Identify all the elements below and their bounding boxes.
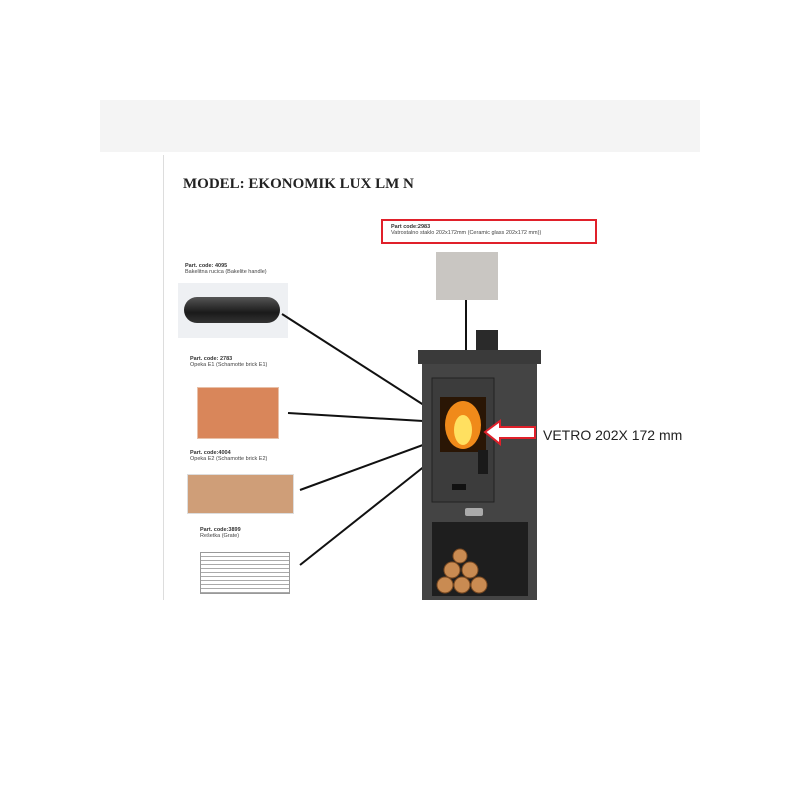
- arrow-left-icon: [483, 419, 536, 447]
- part-code: Part. code: 2783: [190, 356, 233, 362]
- part-desc: Bakelitna rucica (Bakelite handle): [185, 269, 267, 275]
- handle-part-label: Part. code: 4095 Bakelitna rucica (Bakel…: [185, 263, 267, 275]
- part-desc: Rešetka (Grate): [200, 533, 240, 539]
- model-title: MODEL: EKONOMIK LUX LM N: [183, 176, 414, 192]
- part-code: Part. code: 4095: [185, 263, 228, 269]
- grate-label: Part. code:3899 Rešetka (Grate): [200, 527, 241, 539]
- glass-part-label: Part code:2983 Vatrostalno staklo 202x17…: [381, 219, 597, 244]
- glass-callout: VETRO 202X 172 mm: [543, 427, 683, 443]
- brick-e2-leader-line: [299, 437, 443, 491]
- part-code: Part code:2983: [391, 224, 431, 230]
- bakelite-handle-image: [184, 297, 280, 323]
- header-band: [100, 100, 700, 152]
- stove-image: [418, 330, 541, 600]
- page-margin-line: [163, 155, 164, 600]
- brick-e1-image: [197, 387, 279, 439]
- part-desc: Opeka E1 (Schamotte brick E1): [190, 362, 268, 368]
- part-code: Part. code:3899: [200, 527, 241, 533]
- brick-e1-leader-line: [287, 412, 441, 423]
- brick-e1-label: Part. code: 2783 Opeka E1 (Schamotte bri…: [190, 356, 267, 368]
- ceramic-glass-image: [436, 252, 498, 300]
- handle-image-bg: [178, 283, 288, 338]
- part-code: Part. code:4004: [190, 450, 231, 456]
- handle-leader-line: [281, 313, 445, 419]
- grate-image: [200, 552, 290, 594]
- part-desc: Vatrostalno staklo 202x172mm (Ceramic gl…: [391, 230, 542, 236]
- brick-e2-label: Part. code:4004 Opeka E2 (Schamotte bric…: [190, 450, 267, 462]
- part-desc: Opeka E2 (Schamotte brick E2): [190, 456, 268, 462]
- brick-e2-image: [187, 474, 294, 514]
